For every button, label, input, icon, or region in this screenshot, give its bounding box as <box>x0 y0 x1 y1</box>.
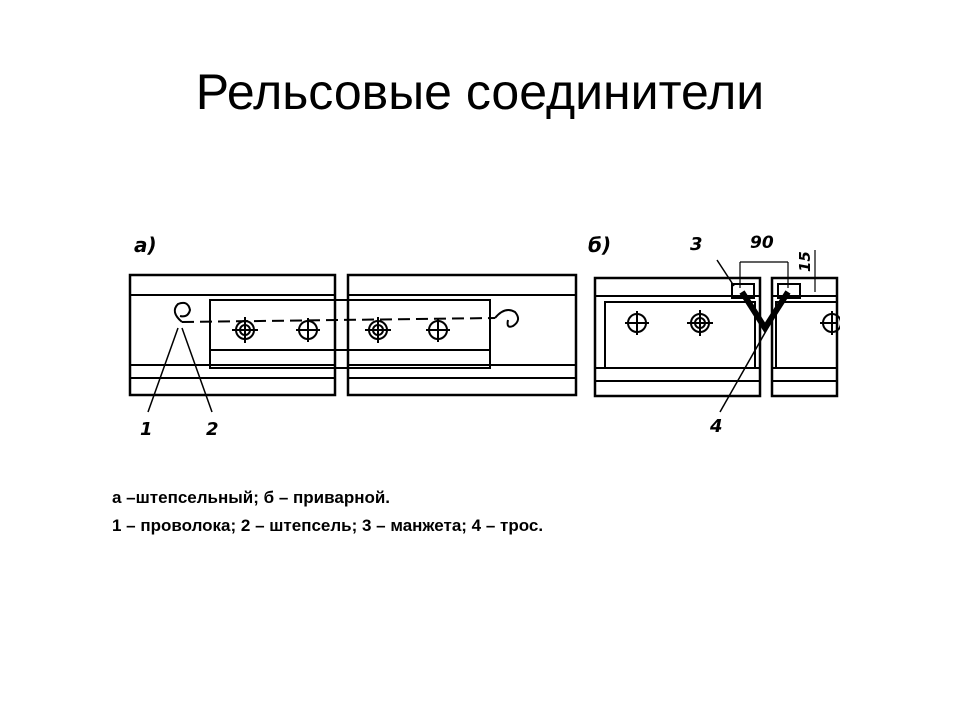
slide-title: Рельсовые соединители <box>195 64 765 120</box>
rail-connector-drawing: а) б) 1 2 3 4 90 15 <box>120 200 840 445</box>
callout-plug: 2 <box>206 419 219 440</box>
panel-b-label: б) <box>588 233 611 257</box>
callout-cable: 4 <box>709 416 723 437</box>
callout-cuff: 3 <box>690 234 703 255</box>
caption-line-parts: 1 – проволока; 2 – штепсель; 3 – манжета… <box>112 516 544 535</box>
dimension-width: 90 <box>750 233 774 253</box>
panel-b-rail-drawing <box>593 250 840 413</box>
panel-a-rail-drawing <box>128 273 578 413</box>
figure-caption: а –штепсельный; б – приварной. 1 – прово… <box>112 484 543 540</box>
caption-line-types: а –штепсельный; б – приварной. <box>112 488 391 507</box>
panel-a-label: а) <box>134 233 157 257</box>
callout-wire: 1 <box>140 419 153 440</box>
dimension-height: 15 <box>796 251 814 272</box>
